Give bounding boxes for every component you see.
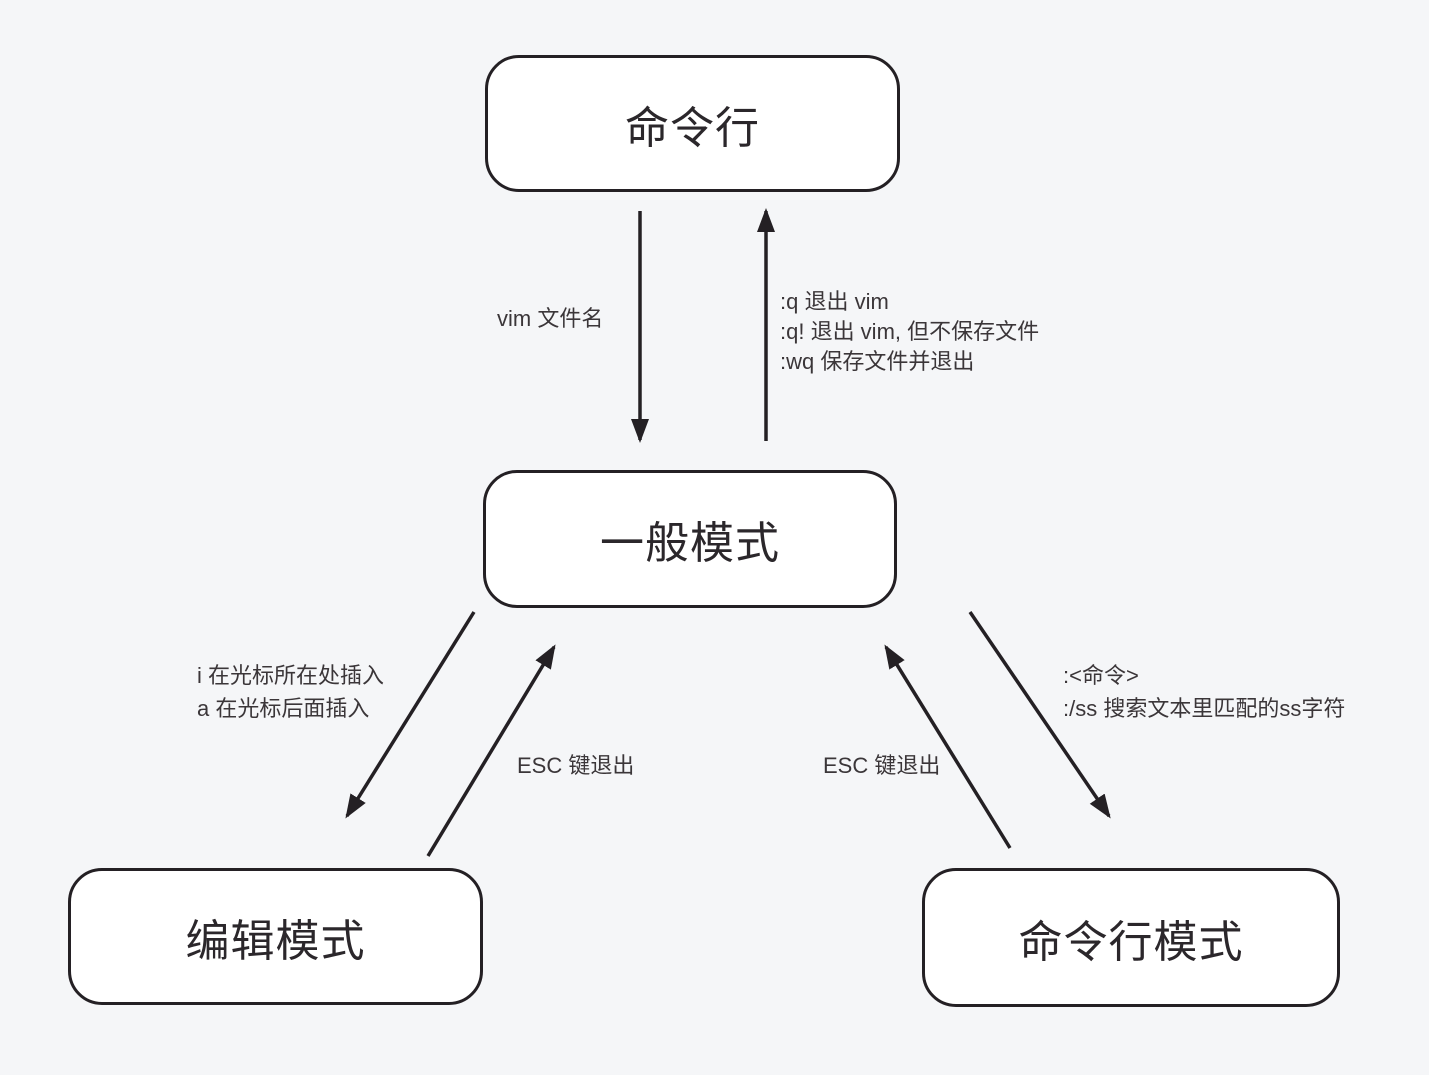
node-command-line: 命令行 bbox=[485, 55, 900, 192]
arrow-normal-mode-to-command-line-mode bbox=[968, 611, 1111, 819]
node-edit-mode-label: 编辑模式 bbox=[185, 916, 366, 966]
edge-label-insert: i 在光标所在处插入 a 在光标后面插入 bbox=[197, 659, 384, 725]
arrow-normal-mode-to-edit-mode bbox=[345, 611, 476, 819]
edge-label-line: :/ss 搜索文本里匹配的ss字符 bbox=[1063, 696, 1346, 721]
edge-label-line: :q! 退出 vim, 但不保存文件 bbox=[780, 319, 1040, 344]
edge-label-open-vim: vim 文件名 bbox=[497, 303, 603, 334]
edge-label-line: ESC 键退出 bbox=[823, 753, 941, 778]
node-command-line-label: 命令行 bbox=[625, 103, 760, 153]
edge-label-line: :<命令> bbox=[1063, 663, 1139, 688]
arrow-edit-mode-to-normal-mode bbox=[426, 644, 556, 857]
edge-label-command: :<命令> :/ss 搜索文本里匹配的ss字符 bbox=[1063, 659, 1345, 725]
edge-label-quit-vim: :q 退出 vim :q! 退出 vim, 但不保存文件 :wq 保存文件并退出 bbox=[780, 287, 1039, 377]
edge-label-line: :q 退出 vim bbox=[780, 289, 889, 314]
edge-label-line: vim 文件名 bbox=[497, 306, 604, 331]
node-normal-mode: 一般模式 bbox=[483, 470, 897, 608]
edge-label-esc-from-command: ESC 键退出 bbox=[823, 750, 940, 781]
edge-label-line: :wq 保存文件并退出 bbox=[780, 349, 975, 374]
node-normal-mode-label: 一般模式 bbox=[600, 519, 780, 568]
node-edit-mode: 编辑模式 bbox=[68, 868, 483, 1005]
edge-label-line: ESC 键退出 bbox=[517, 753, 635, 778]
edge-label-line: a 在光标后面插入 bbox=[197, 696, 370, 721]
edge-label-line: i 在光标所在处插入 bbox=[197, 663, 385, 688]
edge-label-esc-from-edit: ESC 键退出 bbox=[517, 750, 634, 781]
node-command-line-mode-label: 命令行模式 bbox=[1018, 917, 1244, 967]
node-command-line-mode: 命令行模式 bbox=[922, 868, 1340, 1007]
arrow-command-line-mode-to-normal-mode bbox=[884, 644, 1012, 849]
